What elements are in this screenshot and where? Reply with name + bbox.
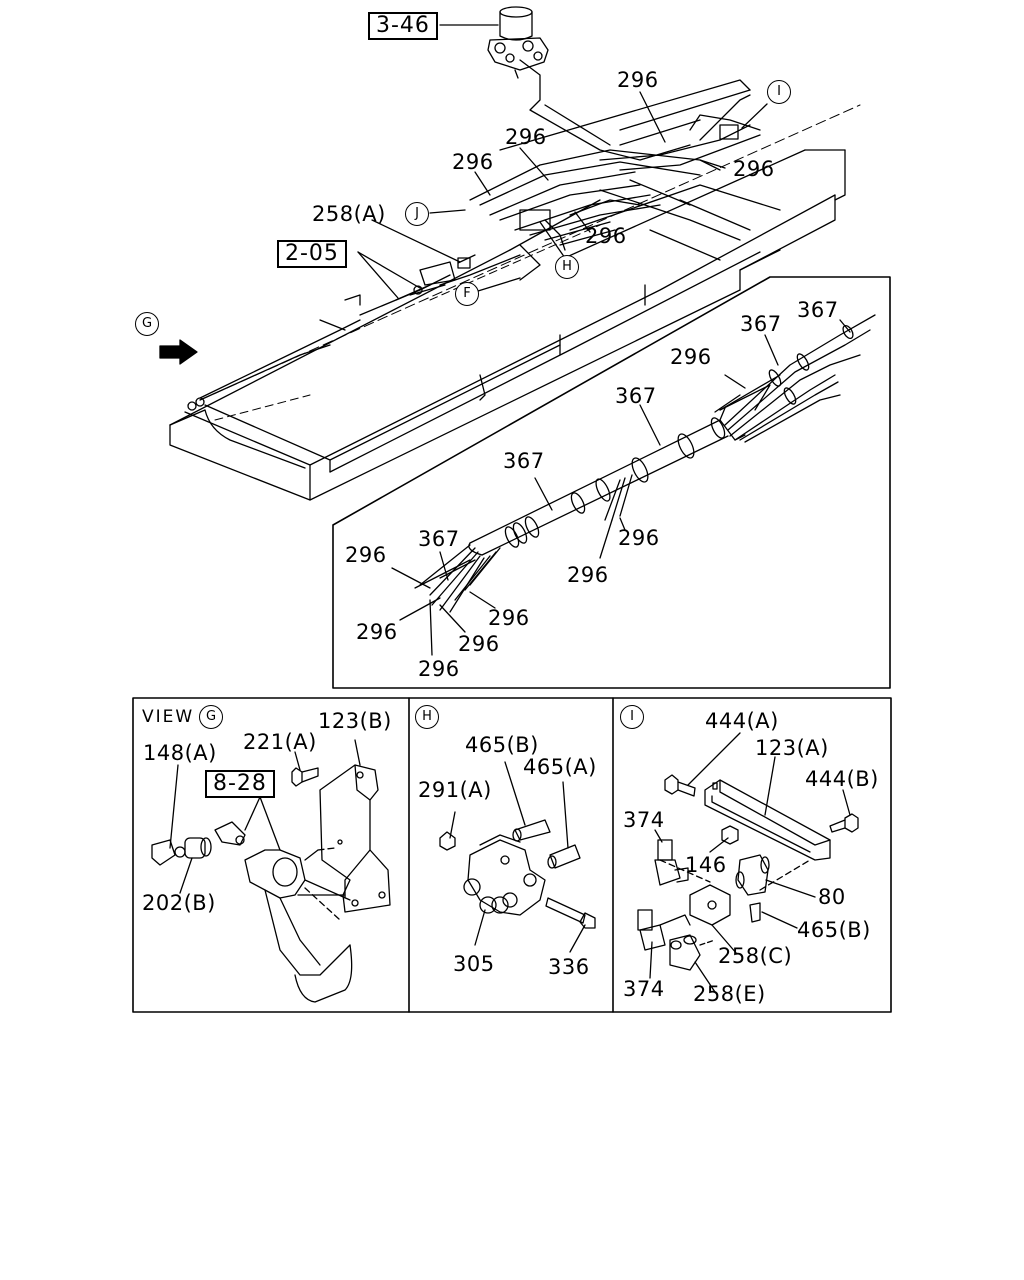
label-296-l: 296 [458, 632, 500, 656]
ref-box-2-05[interactable]: 2-05 [277, 240, 347, 268]
label-202b: 202(B) [142, 891, 216, 915]
bottom-panels [133, 698, 891, 1012]
view-h-valve [440, 762, 595, 952]
view-i-fittings [638, 733, 858, 992]
label-465b-h: 465(B) [465, 733, 539, 757]
label-296-i: 296 [567, 563, 609, 587]
label-367-b: 367 [797, 298, 839, 322]
air-dryer-unit [488, 7, 548, 78]
marker-i-top: I [767, 80, 791, 104]
label-296-a: 296 [617, 68, 659, 92]
label-123b: 123(B) [318, 709, 392, 733]
label-296-f: 296 [670, 345, 712, 369]
chassis-frame [170, 80, 860, 500]
label-305: 305 [453, 952, 495, 976]
label-80: 80 [818, 885, 846, 909]
label-367-e: 367 [418, 527, 460, 551]
label-258a: 258(A) [312, 202, 386, 226]
label-296-e: 296 [585, 224, 627, 248]
marker-f: F [455, 282, 479, 306]
pipe-bundle-detail [333, 277, 890, 688]
marker-g-view: G [199, 705, 223, 729]
label-374-a: 374 [623, 808, 665, 832]
label-291a: 291(A) [418, 778, 492, 802]
label-374-b: 374 [623, 977, 665, 1001]
label-367-c: 367 [615, 384, 657, 408]
label-465a: 465(A) [523, 755, 597, 779]
marker-j: J [405, 202, 429, 226]
label-296-c: 296 [452, 150, 494, 174]
label-148a: 148(A) [143, 741, 217, 765]
marker-i-panel: I [620, 705, 644, 729]
ref-box-3-46[interactable]: 3-46 [368, 12, 438, 40]
label-367-a: 367 [740, 312, 782, 336]
label-336: 336 [548, 955, 590, 979]
marker-h-top: H [555, 255, 579, 279]
marker-h-panel: H [415, 705, 439, 729]
marker-g-top: G [135, 312, 159, 336]
label-296-j: 296 [488, 606, 530, 630]
view-label: VIEW [142, 707, 195, 727]
view-g-horn [152, 740, 390, 1002]
label-296-d: 296 [733, 157, 775, 181]
label-296-h: 296 [345, 543, 387, 567]
label-296-b: 296 [505, 125, 547, 149]
ref-box-8-28[interactable]: 8-28 [205, 770, 275, 798]
label-296-g: 296 [618, 526, 660, 550]
label-258c: 258(C) [718, 944, 793, 968]
label-221a: 221(A) [243, 730, 317, 754]
label-258e: 258(E) [693, 982, 766, 1006]
label-465b-i: 465(B) [797, 918, 871, 942]
label-367-d: 367 [503, 449, 545, 473]
label-444b: 444(B) [805, 767, 879, 791]
label-296-m: 296 [418, 657, 460, 681]
air-pipes [396, 60, 760, 300]
leader-lines-top [358, 25, 767, 298]
label-296-k: 296 [356, 620, 398, 644]
label-444a: 444(A) [705, 709, 779, 733]
label-123a: 123(A) [755, 736, 829, 760]
view-g-arrow [160, 340, 197, 364]
label-146: 146 [685, 853, 727, 877]
